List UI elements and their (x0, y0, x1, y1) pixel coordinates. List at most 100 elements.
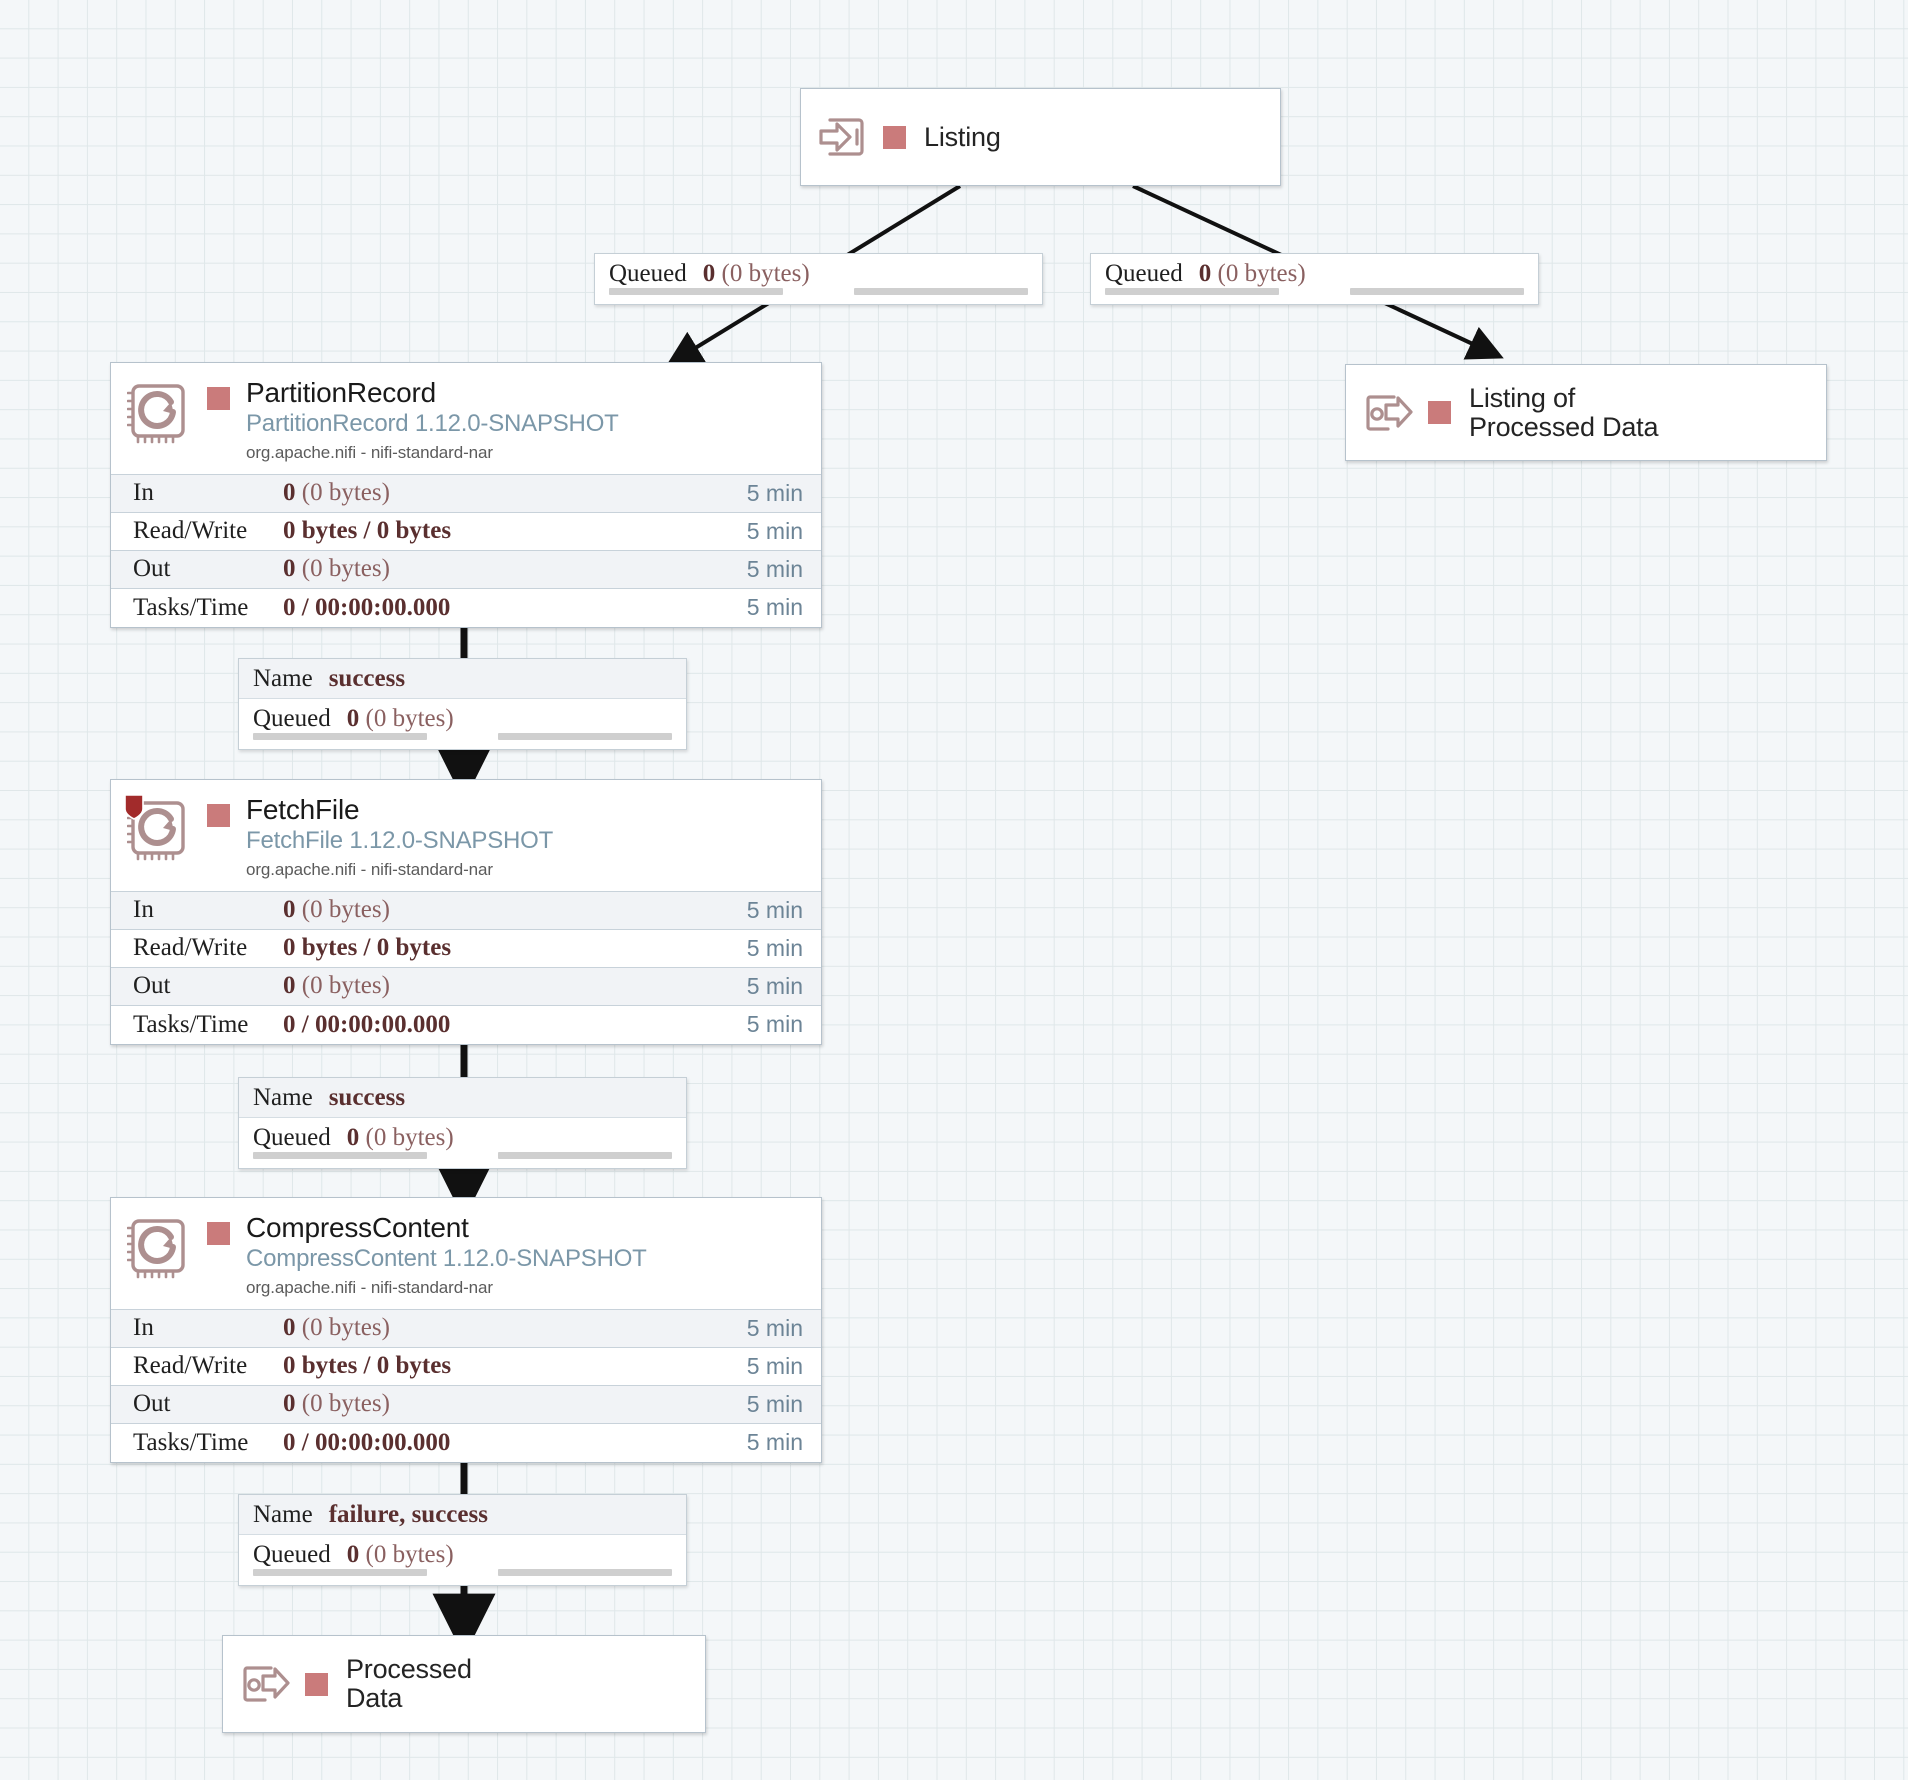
stat-timeframe: 5 min (746, 972, 803, 999)
connection-label-listing-to-partitionrecord[interactable]: Queued 0 (0 bytes) (594, 253, 1043, 305)
processor-header: PartitionRecord PartitionRecord 1.12.0-S… (111, 363, 821, 474)
node-label: Processed Data (346, 1654, 472, 1713)
stat-row-readwrite: Read/Write 0 bytes / 0 bytes 5 min (111, 512, 821, 551)
stat-label: Tasks/Time (133, 593, 249, 621)
connection-label-compresscontent-to-processeddata[interactable]: Name failure, success Queued 0 (0 bytes) (238, 1494, 687, 1586)
processor-type: FetchFile 1.12.0-SNAPSHOT (246, 827, 554, 855)
stat-value: 0 bytes / 0 bytes (283, 1352, 747, 1380)
stat-row-in: In 0 (0 bytes) 5 min (111, 474, 821, 513)
queued-value: 0 (0 bytes) (703, 260, 810, 288)
processor-icon (126, 381, 191, 445)
processor-bundle: org.apache.nifi - nifi-standard-nar (246, 1278, 493, 1298)
stat-label: Out (133, 1390, 171, 1418)
connection-label-fetchfile-to-compresscontent[interactable]: Name success Queued 0 (0 bytes) (238, 1077, 687, 1169)
node-processed-data-output-port[interactable]: Processed Data (222, 1635, 706, 1733)
connection-label-partitionrecord-to-fetchfile[interactable]: Name success Queued 0 (0 bytes) (238, 658, 687, 750)
stat-timeframe: 5 min (746, 1390, 803, 1417)
stat-value-rest: (0 bytes) (295, 1314, 390, 1342)
processor-header: CompressContent CompressContent 1.12.0-S… (111, 1198, 821, 1309)
relationship-value: failure, success (328, 1500, 488, 1528)
stat-value: 0 (0 bytes) (283, 972, 747, 1000)
stat-timeframe: 5 min (746, 555, 803, 582)
queued-value: 0 (0 bytes) (347, 705, 454, 733)
queued-count: 0 (346, 1541, 360, 1568)
run-status-square (207, 1222, 230, 1245)
processor-header: FetchFile FetchFile 1.12.0-SNAPSHOT org.… (111, 780, 821, 891)
stat-timeframe: 5 min (746, 934, 803, 961)
queued-count: 0 (1198, 260, 1212, 287)
stat-label: Out (133, 555, 171, 583)
stat-label: In (133, 479, 154, 507)
processor-text: PartitionRecord PartitionRecord 1.12.0-S… (246, 377, 821, 464)
name-row: Name success (239, 659, 686, 699)
relationship-names: failure, success (329, 1501, 488, 1529)
queue-size-gauge (853, 288, 1028, 295)
queue-gauges (239, 1569, 686, 1580)
processor-name: PartitionRecord (246, 377, 436, 408)
processor-type: PartitionRecord 1.12.0-SNAPSHOT (246, 410, 619, 438)
stat-value: 0 / 00:00:00.000 (283, 1429, 747, 1457)
queue-count-gauge (253, 733, 428, 740)
output-port-icon (237, 1657, 291, 1711)
stat-value: 0 (0 bytes) (283, 555, 747, 583)
stat-value-bold: 0 (283, 479, 296, 507)
connection-label-listing-to-listing-port[interactable]: Queued 0 (0 bytes) (1090, 253, 1539, 305)
stat-timeframe: 5 min (746, 479, 803, 506)
queued-size: (0 bytes) (365, 1124, 454, 1151)
processor-text: CompressContent CompressContent 1.12.0-S… (246, 1212, 821, 1299)
queue-count-gauge (609, 288, 784, 295)
stat-value-rest: (0 bytes) (295, 555, 390, 583)
processor-name: CompressContent (246, 1212, 469, 1243)
node-compresscontent[interactable]: CompressContent CompressContent 1.12.0-S… (110, 1197, 822, 1463)
queue-size-gauge (497, 1152, 672, 1159)
node-partitionrecord[interactable]: PartitionRecord PartitionRecord 1.12.0-S… (110, 362, 822, 628)
queued-row: Queued 0 (0 bytes) (239, 1118, 686, 1158)
run-status-square (207, 804, 230, 827)
queued-label: Queued (1105, 260, 1183, 287)
queue-gauges (239, 733, 686, 744)
stat-value-bold: 0 (283, 972, 296, 1000)
relationship-value: success (328, 664, 406, 692)
stat-value-bold: 0 (283, 1390, 296, 1418)
stat-row-out: Out 0 (0 bytes) 5 min (111, 550, 821, 589)
name-label: Name (253, 1500, 313, 1528)
node-fetchfile[interactable]: FetchFile FetchFile 1.12.0-SNAPSHOT org.… (110, 779, 822, 1045)
stat-row-out: Out 0 (0 bytes) 5 min (111, 967, 821, 1006)
stat-value: 0 (0 bytes) (283, 1390, 747, 1418)
relationship-names: success (329, 665, 405, 693)
processor-text: FetchFile FetchFile 1.12.0-SNAPSHOT org.… (246, 794, 821, 881)
name-label: Name (253, 664, 313, 692)
processor-name: FetchFile (246, 794, 360, 825)
queued-size: (0 bytes) (365, 705, 454, 732)
run-status-square (1428, 401, 1451, 424)
name-row: Name failure, success (239, 1495, 686, 1535)
queued-size: (0 bytes) (1217, 260, 1306, 287)
stat-value-bold: 0 (283, 555, 296, 583)
queue-gauges (595, 288, 1042, 299)
processor-bundle: org.apache.nifi - nifi-standard-nar (246, 443, 493, 463)
node-listing-of-processed-data-output-port[interactable]: Listing of Processed Data (1345, 364, 1827, 461)
stat-row-in: In 0 (0 bytes) 5 min (111, 891, 821, 930)
input-port-icon (815, 110, 869, 164)
stat-value-rest: (0 bytes) (295, 896, 390, 924)
queued-label: Queued (609, 260, 687, 287)
stat-row-readwrite: Read/Write 0 bytes / 0 bytes 5 min (111, 1347, 821, 1386)
queue-count-gauge (1105, 288, 1280, 295)
queue-count-gauge (253, 1569, 428, 1576)
output-port-icon (1360, 386, 1414, 440)
node-listing-input-port[interactable]: Listing (800, 88, 1281, 186)
queue-gauges (1091, 288, 1538, 299)
queued-row: Queued 0 (0 bytes) (239, 699, 686, 739)
stat-value-rest: (0 bytes) (295, 1390, 390, 1418)
stat-value: 0 / 00:00:00.000 (283, 594, 747, 622)
stat-row-in: In 0 (0 bytes) 5 min (111, 1309, 821, 1348)
stat-label: Read/Write (133, 1352, 248, 1380)
stat-row-taskstime: Tasks/Time 0 / 00:00:00.000 5 min (111, 1423, 821, 1462)
processor-stats: In 0 (0 bytes) 5 min Read/Write 0 bytes … (111, 890, 821, 1044)
stat-label: In (133, 896, 154, 924)
stat-timeframe: 5 min (746, 1429, 803, 1456)
queue-size-gauge (1349, 288, 1524, 295)
queue-count-gauge (253, 1152, 428, 1159)
stat-value-bold: 0 / 00:00:00.000 (283, 1010, 451, 1038)
